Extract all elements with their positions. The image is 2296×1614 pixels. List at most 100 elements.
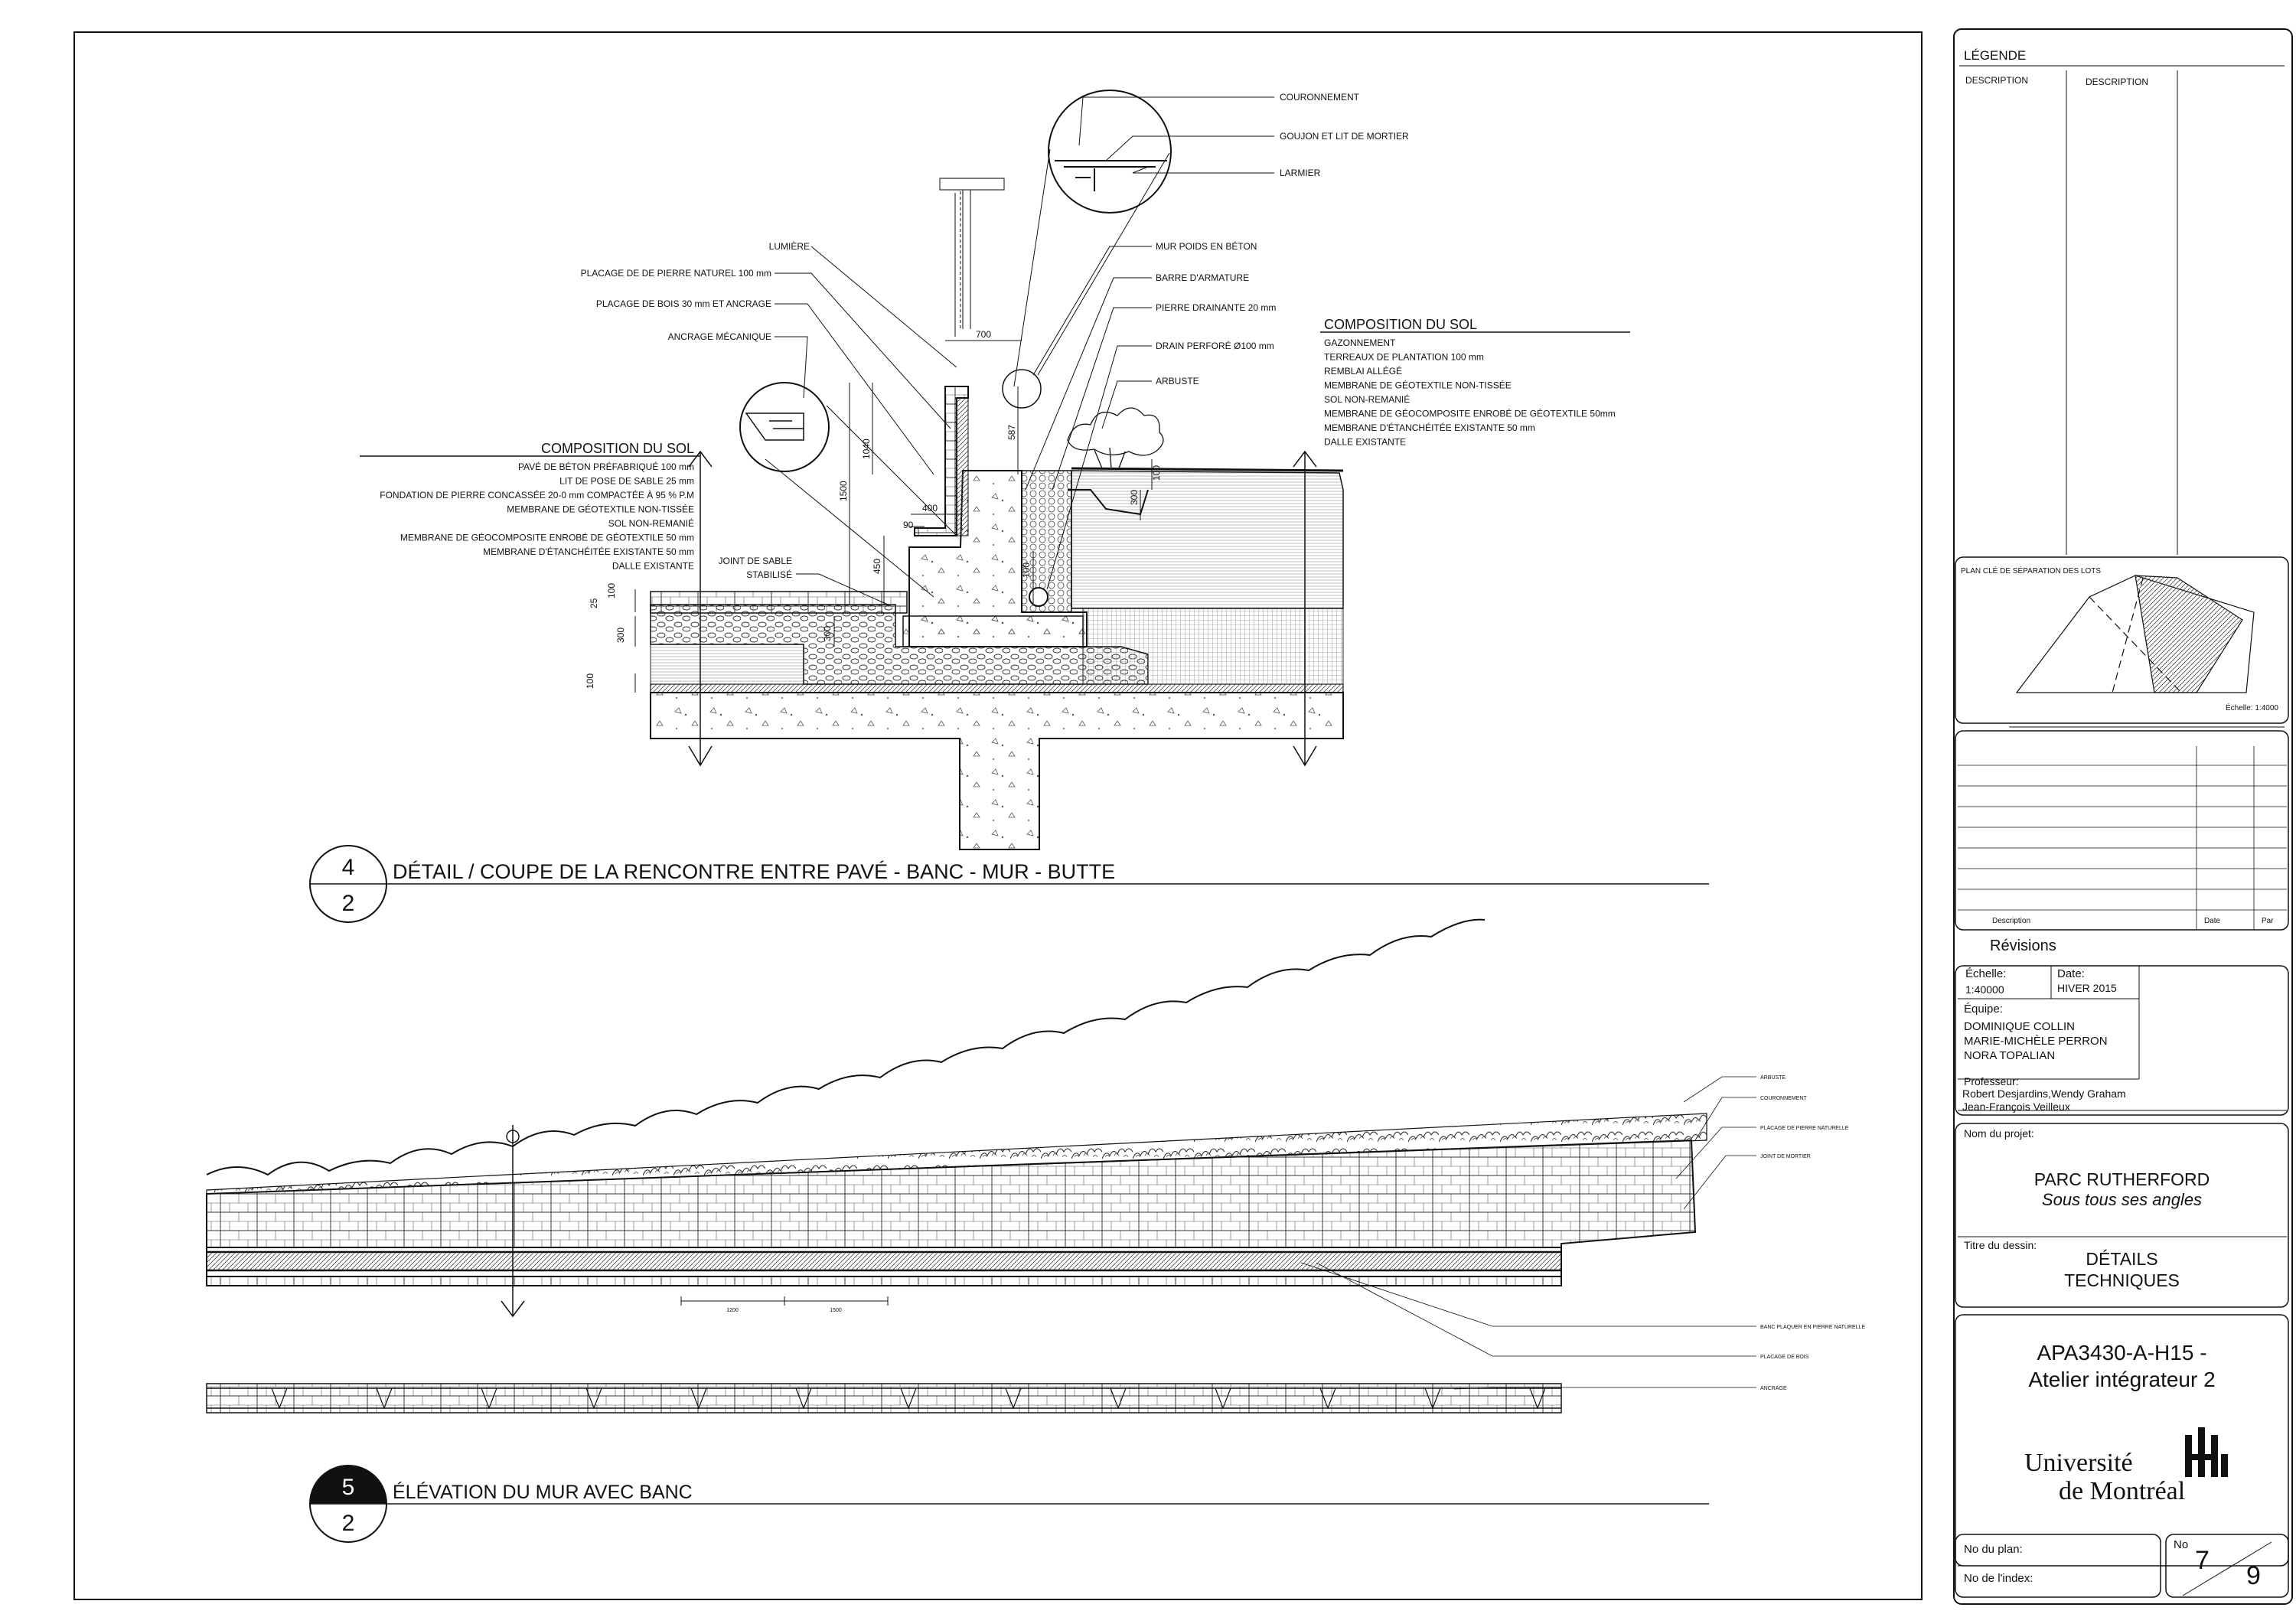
scale-value: 1:40000 xyxy=(1965,983,2004,996)
detail-bubble-bench xyxy=(739,382,830,472)
callout-goujon: GOUJON ET LIT DE MORTIER xyxy=(1280,131,1409,142)
index-no-label: No de l'index: xyxy=(1964,1572,2033,1585)
university-name-2: de Montréal xyxy=(2059,1477,2186,1505)
joint-label-2: STABILISÉ xyxy=(746,569,792,580)
concrete-pavers xyxy=(650,591,908,614)
turf-line xyxy=(1071,467,1344,472)
joint-label-1: JOINT DE SABLE xyxy=(719,556,792,566)
professor-label: Professeur: xyxy=(1964,1075,2019,1087)
scale-label: Échelle: xyxy=(1965,967,2007,980)
dim-100-b: 100 xyxy=(585,673,595,689)
dim-300-a: 300 xyxy=(615,628,626,643)
soil-layer-item: LIT DE POSE DE SABLE 25 mm xyxy=(559,476,694,487)
drawing-frame xyxy=(73,31,1923,1600)
soil-right-title: COMPOSITION DU SOL xyxy=(1324,317,1477,332)
date-value: HIVER 2015 xyxy=(2057,982,2117,994)
shrub-icon xyxy=(1067,407,1164,469)
drawing-title-2: TECHNIQUES xyxy=(2064,1270,2180,1290)
drainage-stone xyxy=(1021,470,1072,613)
soil-layer-item: SOL NON-REMANIÉ xyxy=(608,517,694,529)
callout-couronnement: COURONNEMENT xyxy=(1280,92,1360,103)
dim-100-a: 100 xyxy=(606,583,617,598)
detail-sheet-4: 2 xyxy=(342,891,355,916)
callout-pierre-drainante: PIERRE DRAINANTE 20 mm xyxy=(1156,302,1276,313)
elev-callout-arbuste: ARBUSTE xyxy=(1760,1075,1786,1081)
professors: Robert Desjardins,Wendy Graham Jean-Fran… xyxy=(1962,1087,2126,1113)
existing-slab xyxy=(650,692,1344,850)
legend-title: LÉGENDE xyxy=(1964,48,2027,63)
dim-400: 400 xyxy=(922,503,938,514)
elev-callout-bois: PLACAGE DE BOIS xyxy=(1760,1355,1809,1360)
soil-layer-item: TERREAUX DE PLANTATION 100 mm xyxy=(1324,352,1484,363)
detail-bubble-top xyxy=(1048,90,1172,214)
soil-layer-item: DALLE EXISTANTE xyxy=(612,561,694,572)
team-label: Équipe: xyxy=(1964,1003,2003,1016)
detail-title-text-5: ÉLÉVATION DU MUR AVEC BANC xyxy=(393,1481,693,1503)
course-name: Atelier intégrateur 2 xyxy=(2028,1368,2216,1391)
dim-90: 90 xyxy=(903,520,914,530)
callout-arbuste: ARBUSTE xyxy=(1156,376,1199,386)
elev-callout-joint: JOINT DE MORTIER xyxy=(1760,1154,1811,1159)
key-plan-title: PLAN CLÉ DE SÉPARATION DES LOTS xyxy=(1961,567,2102,575)
section-cut-right xyxy=(1293,450,1317,767)
detail-number-4: 4 xyxy=(342,855,355,880)
section-leader-lines xyxy=(775,96,1274,605)
professor-name: Robert Desjardins,Wendy Graham xyxy=(1962,1087,2126,1100)
sheet-number: 7 xyxy=(2195,1546,2210,1575)
rev-by: Par xyxy=(2262,917,2274,925)
subsoil-right xyxy=(1082,608,1344,685)
dim-100-c: 100 xyxy=(1151,465,1162,481)
plan-no-label: No du plan: xyxy=(1964,1543,2023,1556)
soil-layer-item: REMBLAI ALLÉGÉ xyxy=(1324,365,1402,377)
dim-300-c: 300 xyxy=(1129,490,1140,505)
soil-layer-item: MEMBRANE DE GÉOTEXTILE NON-TISSÉE xyxy=(1324,380,1512,391)
dim-100-d: 100 xyxy=(1021,562,1032,578)
soil-layer-item: MEMBRANE DE GÉOCOMPOSITE ENROBÉ DE GÉOTE… xyxy=(1324,408,1616,419)
callout-drain: DRAIN PERFORÉ Ø100 mm xyxy=(1156,340,1274,351)
shrub-planting-pit xyxy=(1068,489,1149,516)
soil-layer-item: MEMBRANE D'ÉTANCHÉITÉE EXISTANTE 50 mm xyxy=(483,546,694,557)
university-name-1: Université xyxy=(2024,1449,2133,1477)
elev-callout-banc: BANC PLAQUER EN PIERRE NATURELLE xyxy=(1760,1325,1866,1330)
callout-lumiere: LUMIÈRE xyxy=(769,240,810,252)
udem-logo-icon xyxy=(2185,1427,2228,1477)
legend-col-1: DESCRIPTION xyxy=(1965,75,2029,86)
callout-armature: BARRE D'ARMATURE xyxy=(1156,272,1249,283)
detail-number-5: 5 xyxy=(342,1475,355,1500)
dim-587: 587 xyxy=(1006,425,1017,440)
legend-col-2: DESCRIPTION xyxy=(2086,77,2149,87)
elev-dim-b: 1500 xyxy=(830,1308,842,1313)
subsoil-left xyxy=(650,644,804,685)
course-code: APA3430-A-H15 - xyxy=(2037,1341,2207,1365)
callout-bois: PLACAGE DE BOIS 30 mm ET ANCRAGE xyxy=(596,298,771,309)
detail-sheet-5: 2 xyxy=(342,1511,355,1536)
wood-veneer xyxy=(954,397,969,536)
title-block-frame xyxy=(1953,28,2293,1605)
dimension-lines xyxy=(634,340,1153,693)
drawing-title-1: DÉTAILS xyxy=(2086,1249,2158,1269)
drawing-label: Titre du dessin: xyxy=(1964,1239,2037,1251)
membrane-stripe xyxy=(650,683,1344,693)
elev-callout-placage: PLACAGE DE PIERRE NATURELLE xyxy=(1760,1126,1849,1131)
shrub-canopy xyxy=(206,1113,1707,1195)
elevation-backdrop xyxy=(939,178,1005,337)
soil-layer-item: GAZONNEMENT xyxy=(1324,337,1396,348)
callout-mur-poids: MUR POIDS EN BÉTON xyxy=(1156,240,1257,252)
team-member: DOMINIQUE COLLIN xyxy=(1964,1020,2076,1033)
section-detail-drawing xyxy=(634,90,1344,850)
rev-date: Date xyxy=(2204,917,2221,925)
project-subtitle: Sous tous ses angles xyxy=(2041,1190,2203,1209)
professor-name: Jean-François Veilleux xyxy=(1962,1100,2070,1113)
soil-layer-item: PAVÉ DE BÉTON PRÉFABRIQUÉ 100 mm xyxy=(518,461,694,472)
detail-title-5: 5 2 ÉLÉVATION DU MUR AVEC BANC xyxy=(309,1465,1709,1543)
dim-450: 450 xyxy=(872,559,882,574)
soil-layer-item: DALLE EXISTANTE xyxy=(1324,437,1406,448)
elev-dim-a: 1200 xyxy=(726,1308,739,1313)
dim-1500: 1500 xyxy=(838,481,849,501)
planting-mound xyxy=(1071,470,1344,609)
soil-layer-item: MEMBRANE D'ÉTANCHÉITÉE EXISTANTE 50 mm xyxy=(1324,422,1535,433)
key-plan xyxy=(2015,575,2255,693)
title-block-lines xyxy=(1955,65,2289,1598)
elev-callout-ancrage: ANCRAGE xyxy=(1760,1386,1787,1391)
project-name: PARC RUTHERFORD xyxy=(2033,1169,2210,1189)
